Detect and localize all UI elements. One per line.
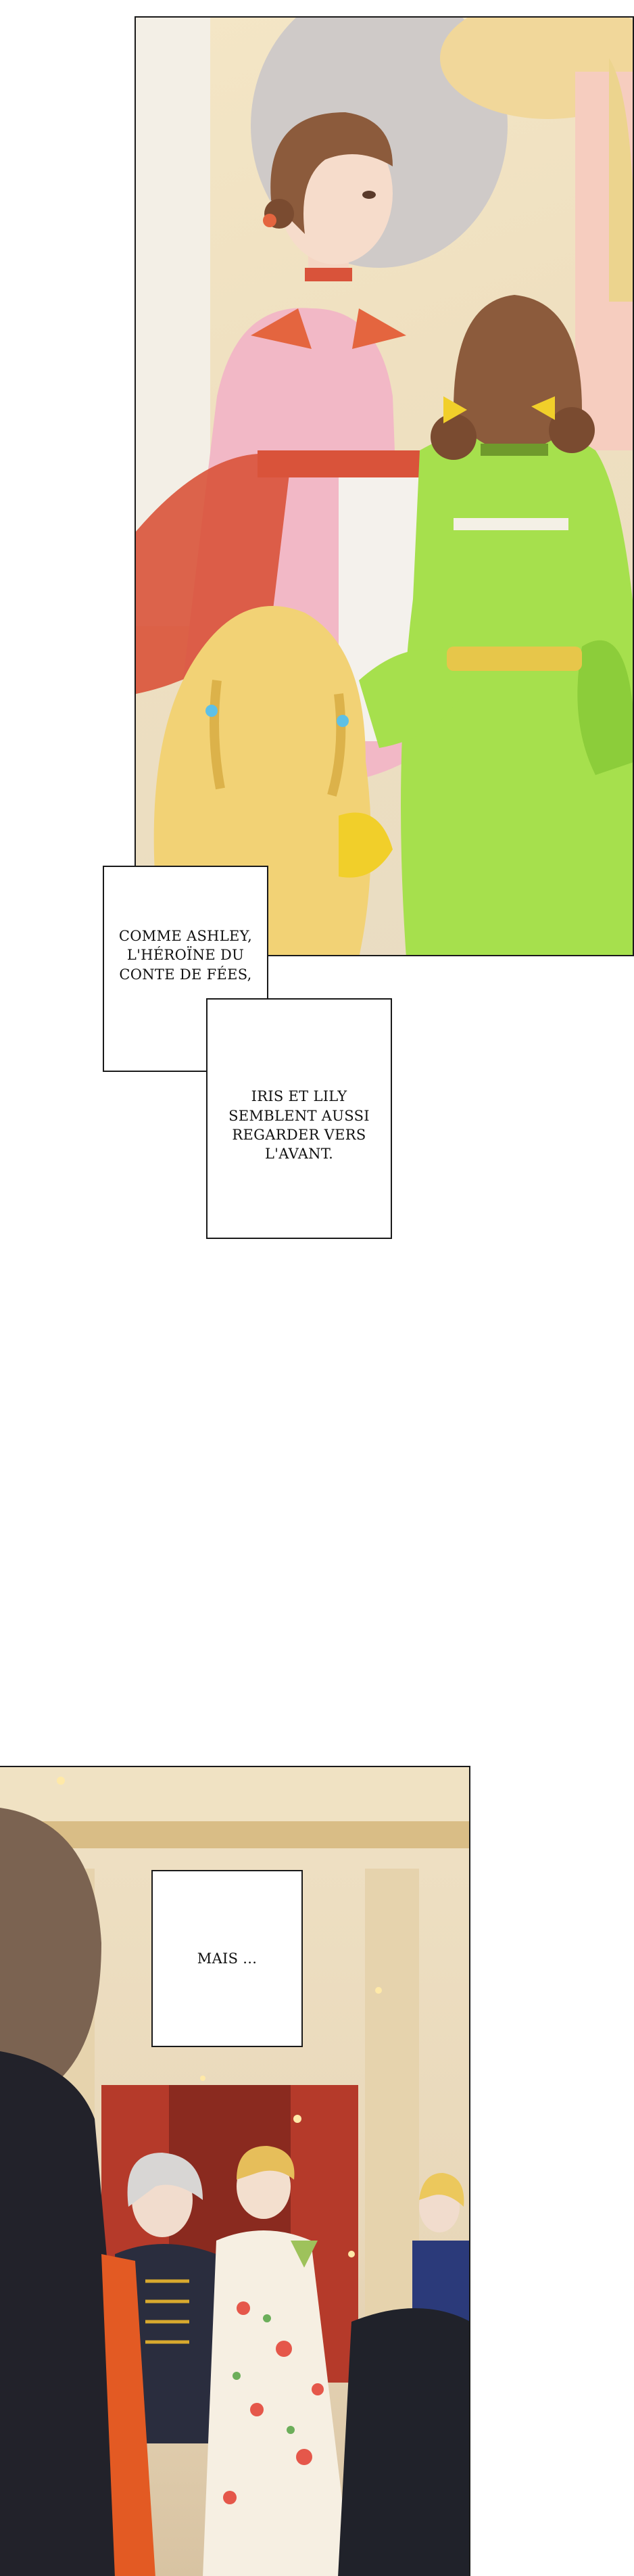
- lace-collar: [454, 518, 568, 530]
- sparkles: [57, 1777, 382, 2257]
- gown-leaves: [233, 2314, 295, 2434]
- eye-pink-girl: [362, 191, 376, 199]
- green-sleeve-left: [359, 649, 474, 748]
- caption-text-second: IRIS ET LILY SEMBLENT AUSSI REGARDER VER…: [228, 1088, 370, 1163]
- caption-text-third: MAIS ...: [197, 1950, 258, 1967]
- lady-blonde-hair: [237, 2146, 295, 2180]
- cornice-molding: [0, 1821, 469, 1848]
- caption-box-third: MAIS ...: [151, 1870, 303, 2047]
- caption-text-first: COMME ASHLEY, L'HÉROÏNE DU CONTE DE FÉES…: [118, 928, 253, 983]
- comic-panel-ball-girls: [135, 16, 634, 956]
- green-sleeve-right: [577, 640, 633, 775]
- brown-hair-pink-girl: [270, 112, 393, 234]
- choker-ribbon: [305, 268, 352, 281]
- red-sash: [258, 450, 420, 477]
- right-guest-hair: [609, 58, 633, 302]
- gown-flowers: [223, 2301, 324, 2504]
- panel-illustration-hall: [0, 1767, 469, 2576]
- right-guest-hair: [419, 2173, 464, 2207]
- blue-hair-clip-left: [205, 705, 218, 717]
- hair-ribbon-red: [263, 214, 276, 227]
- orange-sash: [101, 2254, 155, 2576]
- blue-hair-clip-right: [337, 715, 349, 727]
- green-bow: [291, 2241, 318, 2268]
- braid-bun-left: [431, 414, 477, 460]
- yellow-sash: [447, 647, 582, 671]
- silver-hair: [127, 2153, 203, 2207]
- gold-braiding: [145, 2279, 189, 2344]
- green-dress: [401, 423, 633, 955]
- green-choker: [481, 444, 548, 456]
- panel-illustration-girls: [136, 18, 633, 955]
- caption-box-second: IRIS ET LILY SEMBLENT AUSSI REGARDER VER…: [206, 998, 392, 1239]
- floral-gown: [203, 2230, 351, 2576]
- braid-bun-right: [549, 407, 595, 453]
- yellow-back-bow: [339, 812, 393, 878]
- foreground-head-hair: [0, 1808, 101, 2085]
- foreground-dark-coat: [0, 2051, 135, 2576]
- shoulder-bows: [251, 308, 406, 349]
- blonde-braids: [210, 680, 346, 797]
- comic-panel-palace-hall: [0, 1766, 470, 2576]
- foreground-dark-figure-right: [338, 2308, 469, 2576]
- yellow-hair-bows: [443, 396, 555, 423]
